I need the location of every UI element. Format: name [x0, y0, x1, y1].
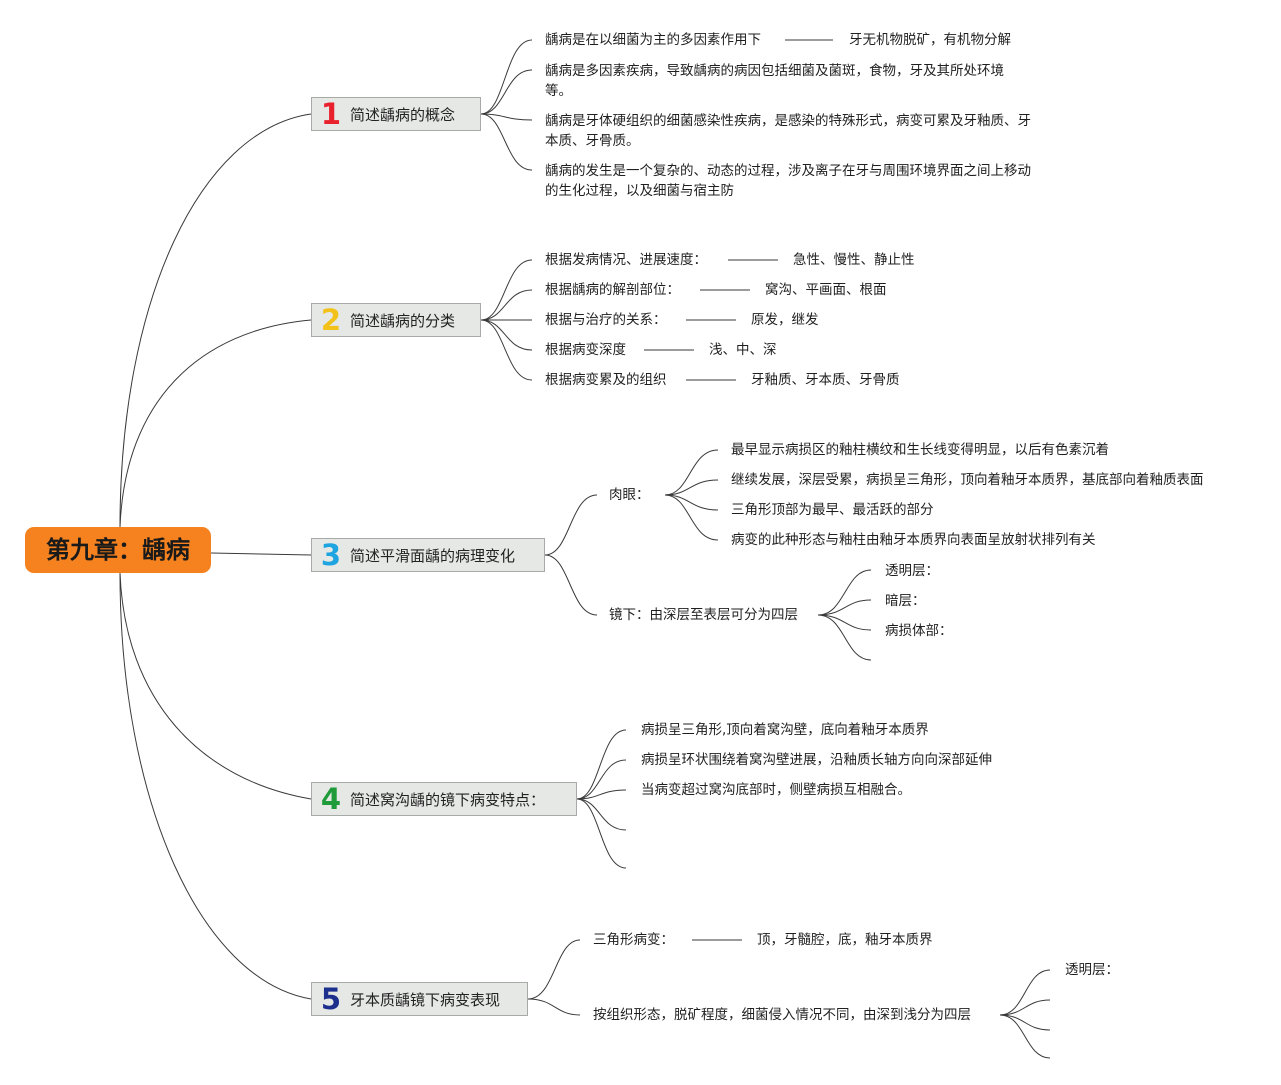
topic-2-label: 简述龋病的分类 [350, 311, 456, 330]
naked-eye-item-2[interactable]: 继续发展，深层受累，病损呈三角形，顶向着釉牙本质界，基底部向着釉质表面 [731, 472, 1204, 488]
topic-2-item-1[interactable]: 根据发病情况、进展速度： [545, 252, 707, 268]
number-4-icon: 4 [320, 782, 342, 816]
topic-4-item-1[interactable]: 病损呈三角形,顶向着窝沟壁，底向着釉牙本质界 [641, 722, 929, 738]
topic-2-item-1-value[interactable]: 急性、慢性、静止性 [793, 252, 915, 268]
topic-4[interactable]: 4 简述窝沟龋的镜下病变特点： [311, 782, 577, 816]
topic-3-label: 简述平滑面龋的病理变化 [350, 546, 516, 565]
microscope-layer-2[interactable]: 暗层： [885, 593, 926, 609]
topic-5-triangle-value[interactable]: 顶，牙髓腔，底，釉牙本质界 [757, 932, 933, 948]
topic-2-item-5[interactable]: 根据病变累及的组织 [545, 372, 667, 388]
root-topic[interactable]: 第九章：龋病 [25, 527, 211, 573]
topic-1-item-1-detail[interactable]: 牙无机物脱矿，有机物分解 [849, 32, 1011, 48]
naked-eye-item-1[interactable]: 最早显示病损区的釉柱横纹和生长线变得明显，以后有色素沉着 [731, 442, 1109, 458]
microscope-layer-3[interactable]: 病损体部： [885, 623, 953, 639]
topic-2[interactable]: 2 简述龋病的分类 [311, 303, 481, 337]
topic-2-item-4-value[interactable]: 浅、中、深 [709, 342, 777, 358]
topic-2-item-4[interactable]: 根据病变深度 [545, 342, 626, 358]
naked-eye-item-3[interactable]: 三角形顶部为最早、最活跃的部分 [731, 502, 934, 518]
number-3-icon: 3 [320, 538, 342, 572]
naked-eye-label[interactable]: 肉眼： [609, 487, 650, 503]
topic-5-triangle[interactable]: 三角形病变： [593, 932, 674, 948]
topic-4-label: 简述窝沟龋的镜下病变特点： [350, 790, 546, 809]
topic-1[interactable]: 1 简述龋病的概念 [311, 97, 481, 131]
topic-3[interactable]: 3 简述平滑面龋的病理变化 [311, 538, 545, 572]
topic-2-item-3-value[interactable]: 原发，继发 [751, 312, 819, 328]
topic-4-item-2[interactable]: 病损呈环状围绕着窝沟壁进展，沿釉质长轴方向向深部延伸 [641, 752, 992, 768]
topic-5-layers[interactable]: 按组织形态，脱矿程度，细菌侵入情况不同，由深到浅分为四层 [593, 1007, 971, 1023]
topic-2-item-2[interactable]: 根据龋病的解剖部位： [545, 282, 680, 298]
number-2-icon: 2 [320, 303, 342, 337]
topic-1-label: 简述龋病的概念 [350, 105, 456, 124]
topic-1-item-2[interactable]: 龋病是多因素疾病，导致龋病的病因包括细菌及菌斑，食物，牙及其所处环境等。 [545, 63, 1004, 99]
topic-4-item-3[interactable]: 当病变超过窝沟底部时，侧壁病损互相融合。 [641, 782, 911, 798]
topic-2-item-2-value[interactable]: 窝沟、平画面、根面 [765, 282, 887, 298]
naked-eye-item-4[interactable]: 病变的此种形态与釉柱由釉牙本质界向表面呈放射状排列有关 [731, 532, 1096, 548]
number-1-icon: 1 [320, 97, 342, 131]
microscope-layer-1[interactable]: 透明层： [885, 563, 939, 579]
microscope-label[interactable]: 镜下：由深层至表层可分为四层 [609, 607, 798, 623]
topic-5-layer-1[interactable]: 透明层： [1065, 962, 1119, 978]
number-5-icon: 5 [320, 982, 342, 1016]
topic-1-item-4[interactable]: 龋病的发生是一个复杂的、动态的过程，涉及离子在牙与周围环境界面之间上移动的生化过… [545, 163, 1031, 199]
topic-5[interactable]: 5 牙本质龋镜下病变表现 [311, 982, 528, 1016]
topic-1-item-1[interactable]: 龋病是在以细菌为主的多因素作用下 [545, 32, 761, 48]
topic-1-item-3[interactable]: 龋病是牙体硬组织的细菌感染性疾病，是感染的特殊形式，病变可累及牙釉质、牙本质、牙… [545, 113, 1031, 149]
topic-5-label: 牙本质龋镜下病变表现 [350, 990, 501, 1009]
topic-2-item-3[interactable]: 根据与治疗的关系： [545, 312, 667, 328]
topic-2-item-5-value[interactable]: 牙釉质、牙本质、牙骨质 [751, 372, 900, 388]
